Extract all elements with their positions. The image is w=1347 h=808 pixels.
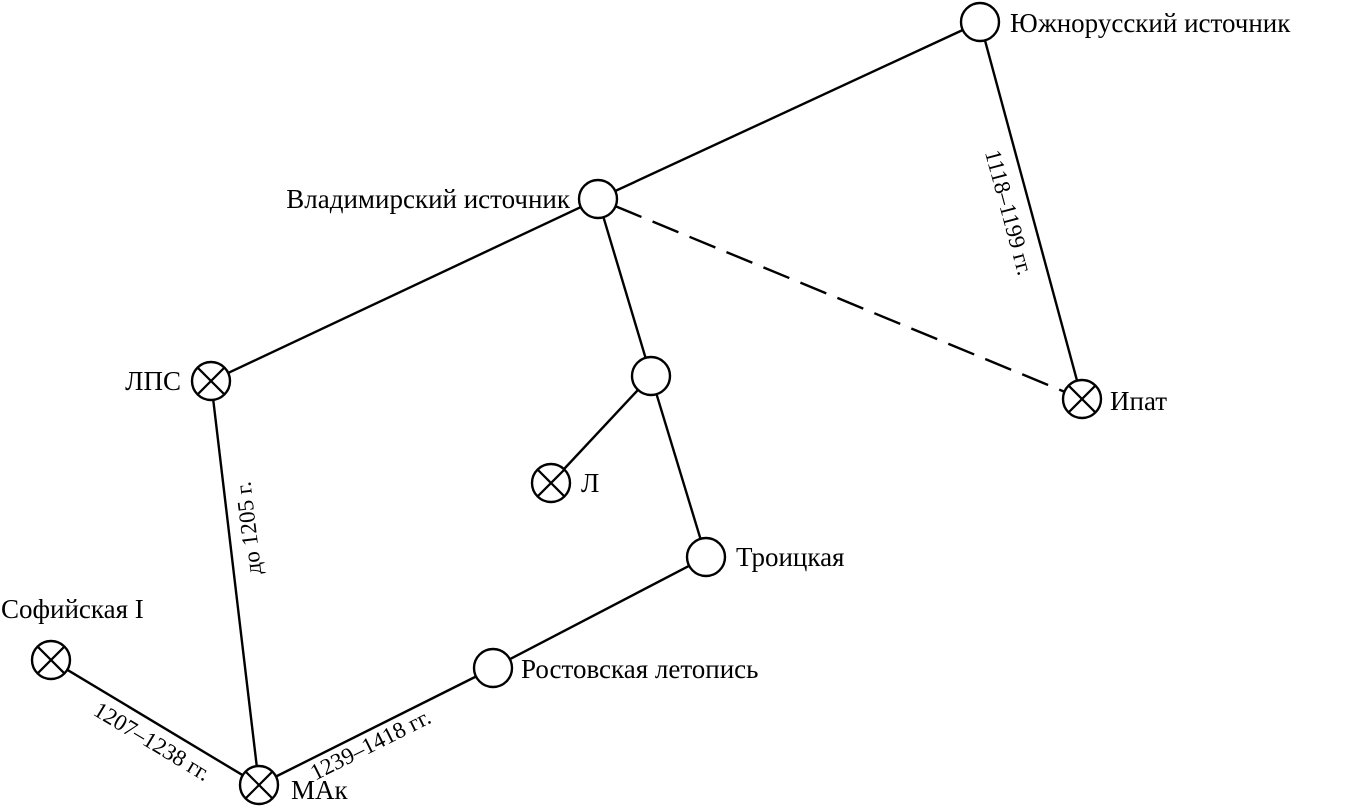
node-mak	[238, 764, 280, 806]
cross-mark-icon	[244, 770, 274, 800]
edge-lps-mak	[212, 399, 258, 767]
node-intermediate	[630, 355, 672, 397]
nodes-layer	[30, 1, 1103, 806]
node-rostovskaya	[472, 647, 514, 689]
node-label-ipat: Ипат	[1110, 386, 1167, 416]
edge-troitskaya-rostovskaya	[509, 564, 690, 661]
edge-label-group-rostovskaya-mak: 1239–1418 гг.	[306, 704, 435, 785]
edge-label-group-sofiyskaya-mak: 1207–1238 гг.	[89, 697, 214, 786]
cross-mark-icon	[536, 468, 566, 498]
node-troitskaya	[685, 536, 727, 578]
edge-intermediate-troitskaya	[655, 393, 702, 540]
circle-node-yuzhnorusskiy	[959, 1, 1001, 43]
circle-node-troitskaya	[685, 536, 727, 578]
edge-vladimirskiy-intermediate	[602, 216, 647, 359]
edges-layer	[66, 28, 1079, 778]
node-label-rostovskaya: Ростовская летопись	[521, 654, 758, 684]
node-lps	[190, 360, 232, 402]
edge-yuzhnorusskiy-ipat	[983, 40, 1079, 381]
node-label-mak: МАк	[291, 775, 349, 805]
edge-sofiyskaya-mak	[66, 668, 244, 777]
edge-yuzhnorusskiy-vladimirskiy	[614, 28, 964, 193]
edge-intermediate-l	[563, 389, 639, 470]
edge-rostovskaya-mak	[275, 675, 477, 778]
node-label-sofiyskaya: Софийская I	[1, 594, 144, 624]
node-ipat	[1061, 378, 1103, 420]
node-label-troitskaya: Троицкая	[736, 542, 844, 572]
edge-vladimirskiy-ipat	[615, 205, 1065, 393]
edge-vladimirskiy-lps	[227, 205, 582, 375]
edge-label-group-yuzhnorusskiy-ipat: 1118–1199 гг.	[980, 147, 1038, 278]
node-label-lps: ЛПС	[125, 366, 181, 396]
circle-node-rostovskaya	[472, 647, 514, 689]
edge-label-sofiyskaya-mak: 1207–1238 гг.	[89, 697, 214, 786]
cross-mark-icon	[1067, 384, 1097, 414]
circle-node-vladimirskiy	[577, 178, 619, 220]
node-yuzhnorusskiy	[959, 1, 1001, 43]
cross-mark-icon	[36, 645, 66, 675]
circle-node-intermediate	[630, 355, 672, 397]
cross-mark-icon	[196, 366, 226, 396]
node-l	[530, 462, 572, 504]
edge-labels-layer: 1118–1199 гг. 1239–1418 гг. до 1205 г. 1207…	[89, 147, 1037, 786]
node-label-vladimirskiy: Владимирский источник	[286, 184, 571, 214]
edge-label-rostovskaya-mak: 1239–1418 гг.	[306, 704, 435, 785]
edge-label-group-lps-mak: до 1205 г.	[230, 480, 266, 576]
edge-label-yuzhnorusskiy-ipat: 1118–1199 гг.	[980, 147, 1038, 278]
node-label-l: Л	[581, 468, 599, 498]
node-label-yuzhnorusskiy: Южнорусский источник	[1010, 8, 1291, 38]
node-vladimirskiy	[577, 178, 619, 220]
edge-label-lps-mak: до 1205 г.	[230, 480, 266, 576]
node-sofiyskaya	[30, 639, 72, 681]
